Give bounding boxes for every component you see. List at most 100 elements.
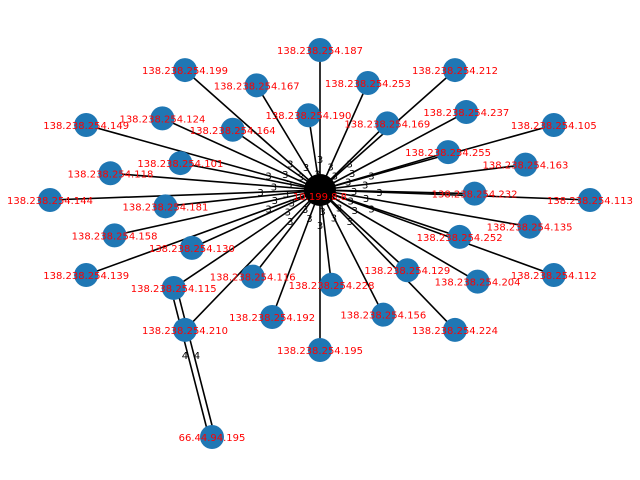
edge-label-layer: 33333333333333333333333333333333333344 bbox=[182, 155, 383, 362]
network-node-label: 138.238.254.181 bbox=[122, 202, 208, 213]
network-node[interactable] bbox=[541, 263, 566, 287]
network-node-label: 138.238.254.212 bbox=[412, 66, 498, 77]
network-node[interactable] bbox=[220, 117, 245, 142]
edge-weight-label: 3 bbox=[272, 196, 278, 207]
edge-weight-label: 3 bbox=[298, 173, 304, 184]
network-node-label: 138.238.254.190 bbox=[266, 111, 352, 122]
edge-weight-label: 3 bbox=[287, 160, 293, 171]
edge-weight-label: 3 bbox=[283, 190, 289, 201]
satellite-node-label: 66.44.94.195 bbox=[179, 433, 246, 444]
hub-node[interactable] bbox=[304, 174, 336, 206]
edge-weight-label: 3 bbox=[302, 205, 308, 216]
network-node-label: 138.238.254.163 bbox=[483, 161, 569, 172]
network-node[interactable] bbox=[38, 188, 62, 212]
hub-node-label: 10.199.8.8 bbox=[293, 192, 347, 203]
edge bbox=[85, 189, 321, 276]
network-node[interactable] bbox=[74, 263, 99, 287]
edge-weight-label: 3 bbox=[376, 188, 382, 199]
network-node-label: 138.238.254.164 bbox=[190, 126, 276, 137]
edge-weight-label: 3 bbox=[351, 187, 357, 198]
edge-weight-label: 3 bbox=[347, 217, 353, 228]
network-node[interactable] bbox=[153, 194, 178, 219]
network-node[interactable] bbox=[465, 269, 490, 294]
network-node-label: 138.238.254.116 bbox=[210, 273, 296, 284]
satellite-node[interactable] bbox=[200, 425, 224, 449]
edge-weight-label: 3 bbox=[363, 194, 369, 205]
edge-weight-label: 3 bbox=[347, 160, 353, 171]
edge bbox=[252, 189, 321, 278]
network-node[interactable] bbox=[355, 71, 380, 96]
network-node[interactable] bbox=[98, 161, 123, 186]
network-node[interactable] bbox=[319, 272, 344, 297]
network-node-label: 138.238.254.199 bbox=[142, 66, 228, 77]
satellite-edge-label: 4 bbox=[194, 351, 200, 362]
edge-weight-label: 3 bbox=[257, 188, 263, 199]
edge-weight-label: 3 bbox=[303, 163, 309, 174]
edge bbox=[319, 189, 478, 283]
edge bbox=[85, 124, 321, 191]
network-node[interactable] bbox=[102, 223, 127, 248]
edge bbox=[255, 84, 321, 191]
edge bbox=[232, 129, 321, 191]
network-node-label: 138.238.254.139 bbox=[43, 271, 129, 282]
network-node[interactable] bbox=[161, 275, 186, 300]
network-node[interactable] bbox=[517, 214, 542, 239]
network-node[interactable] bbox=[240, 264, 265, 289]
network-node[interactable] bbox=[578, 188, 602, 212]
network-node-label: 138.238.254.228 bbox=[289, 281, 375, 292]
network-node-label: 138.238.254.135 bbox=[487, 223, 573, 234]
network-node-label: 138.238.254.115 bbox=[131, 284, 217, 295]
edge-weight-label: 3 bbox=[317, 221, 323, 232]
edge bbox=[319, 124, 555, 191]
edge-weight-label: 3 bbox=[285, 208, 291, 219]
edge-weight-label: 3 bbox=[319, 207, 325, 218]
network-node[interactable] bbox=[436, 140, 461, 165]
network-node-label: 138.238.254.129 bbox=[364, 266, 450, 277]
network-node[interactable] bbox=[179, 235, 204, 260]
network-node[interactable] bbox=[395, 258, 420, 283]
edge-weight-label: 3 bbox=[282, 170, 288, 181]
edge bbox=[184, 189, 321, 331]
network-node[interactable] bbox=[308, 338, 332, 362]
network-node[interactable] bbox=[371, 302, 396, 327]
network-node[interactable] bbox=[513, 152, 538, 177]
network-node[interactable] bbox=[443, 317, 467, 342]
network-node[interactable] bbox=[447, 224, 472, 249]
edge bbox=[319, 189, 385, 316]
edge-weight-label: 3 bbox=[289, 199, 295, 210]
network-node-label: 138.238.254.204 bbox=[435, 278, 521, 289]
edge-weight-label: 3 bbox=[362, 180, 368, 191]
network-node[interactable] bbox=[541, 113, 566, 137]
network-node[interactable] bbox=[454, 100, 479, 125]
network-node-label: 138.238.254.253 bbox=[325, 79, 411, 90]
network-node[interactable] bbox=[308, 38, 332, 62]
network-node-label: 138.238.254.118 bbox=[67, 169, 153, 180]
edge-weight-label: 3 bbox=[368, 172, 374, 183]
network-node-label: 138.238.254.237 bbox=[423, 108, 509, 119]
network-node[interactable] bbox=[443, 58, 467, 83]
network-node[interactable] bbox=[260, 304, 285, 329]
network-node[interactable] bbox=[74, 113, 99, 137]
network-node[interactable] bbox=[296, 103, 321, 128]
network-node-label: 138.238.254.192 bbox=[229, 313, 315, 324]
network-node[interactable] bbox=[168, 151, 193, 176]
network-node[interactable] bbox=[150, 106, 175, 131]
edge-weight-label: 3 bbox=[306, 214, 312, 225]
network-node[interactable] bbox=[375, 111, 400, 136]
satellite-edge-label: 4 bbox=[182, 351, 188, 362]
edge bbox=[114, 189, 321, 237]
edge bbox=[319, 163, 526, 191]
edge bbox=[162, 117, 321, 191]
network-node[interactable] bbox=[462, 181, 487, 206]
network-node[interactable] bbox=[173, 58, 197, 83]
edge-weight-label: 3 bbox=[287, 217, 293, 228]
network-node[interactable] bbox=[244, 73, 269, 98]
edge bbox=[110, 172, 321, 191]
edge-weight-label: 3 bbox=[336, 204, 342, 215]
edge bbox=[319, 189, 408, 271]
edge-weight-label: 3 bbox=[348, 196, 354, 207]
edge-weight-label: 3 bbox=[327, 162, 333, 173]
network-node-label: 138.238.254.113 bbox=[547, 196, 633, 207]
network-node[interactable] bbox=[173, 317, 197, 342]
